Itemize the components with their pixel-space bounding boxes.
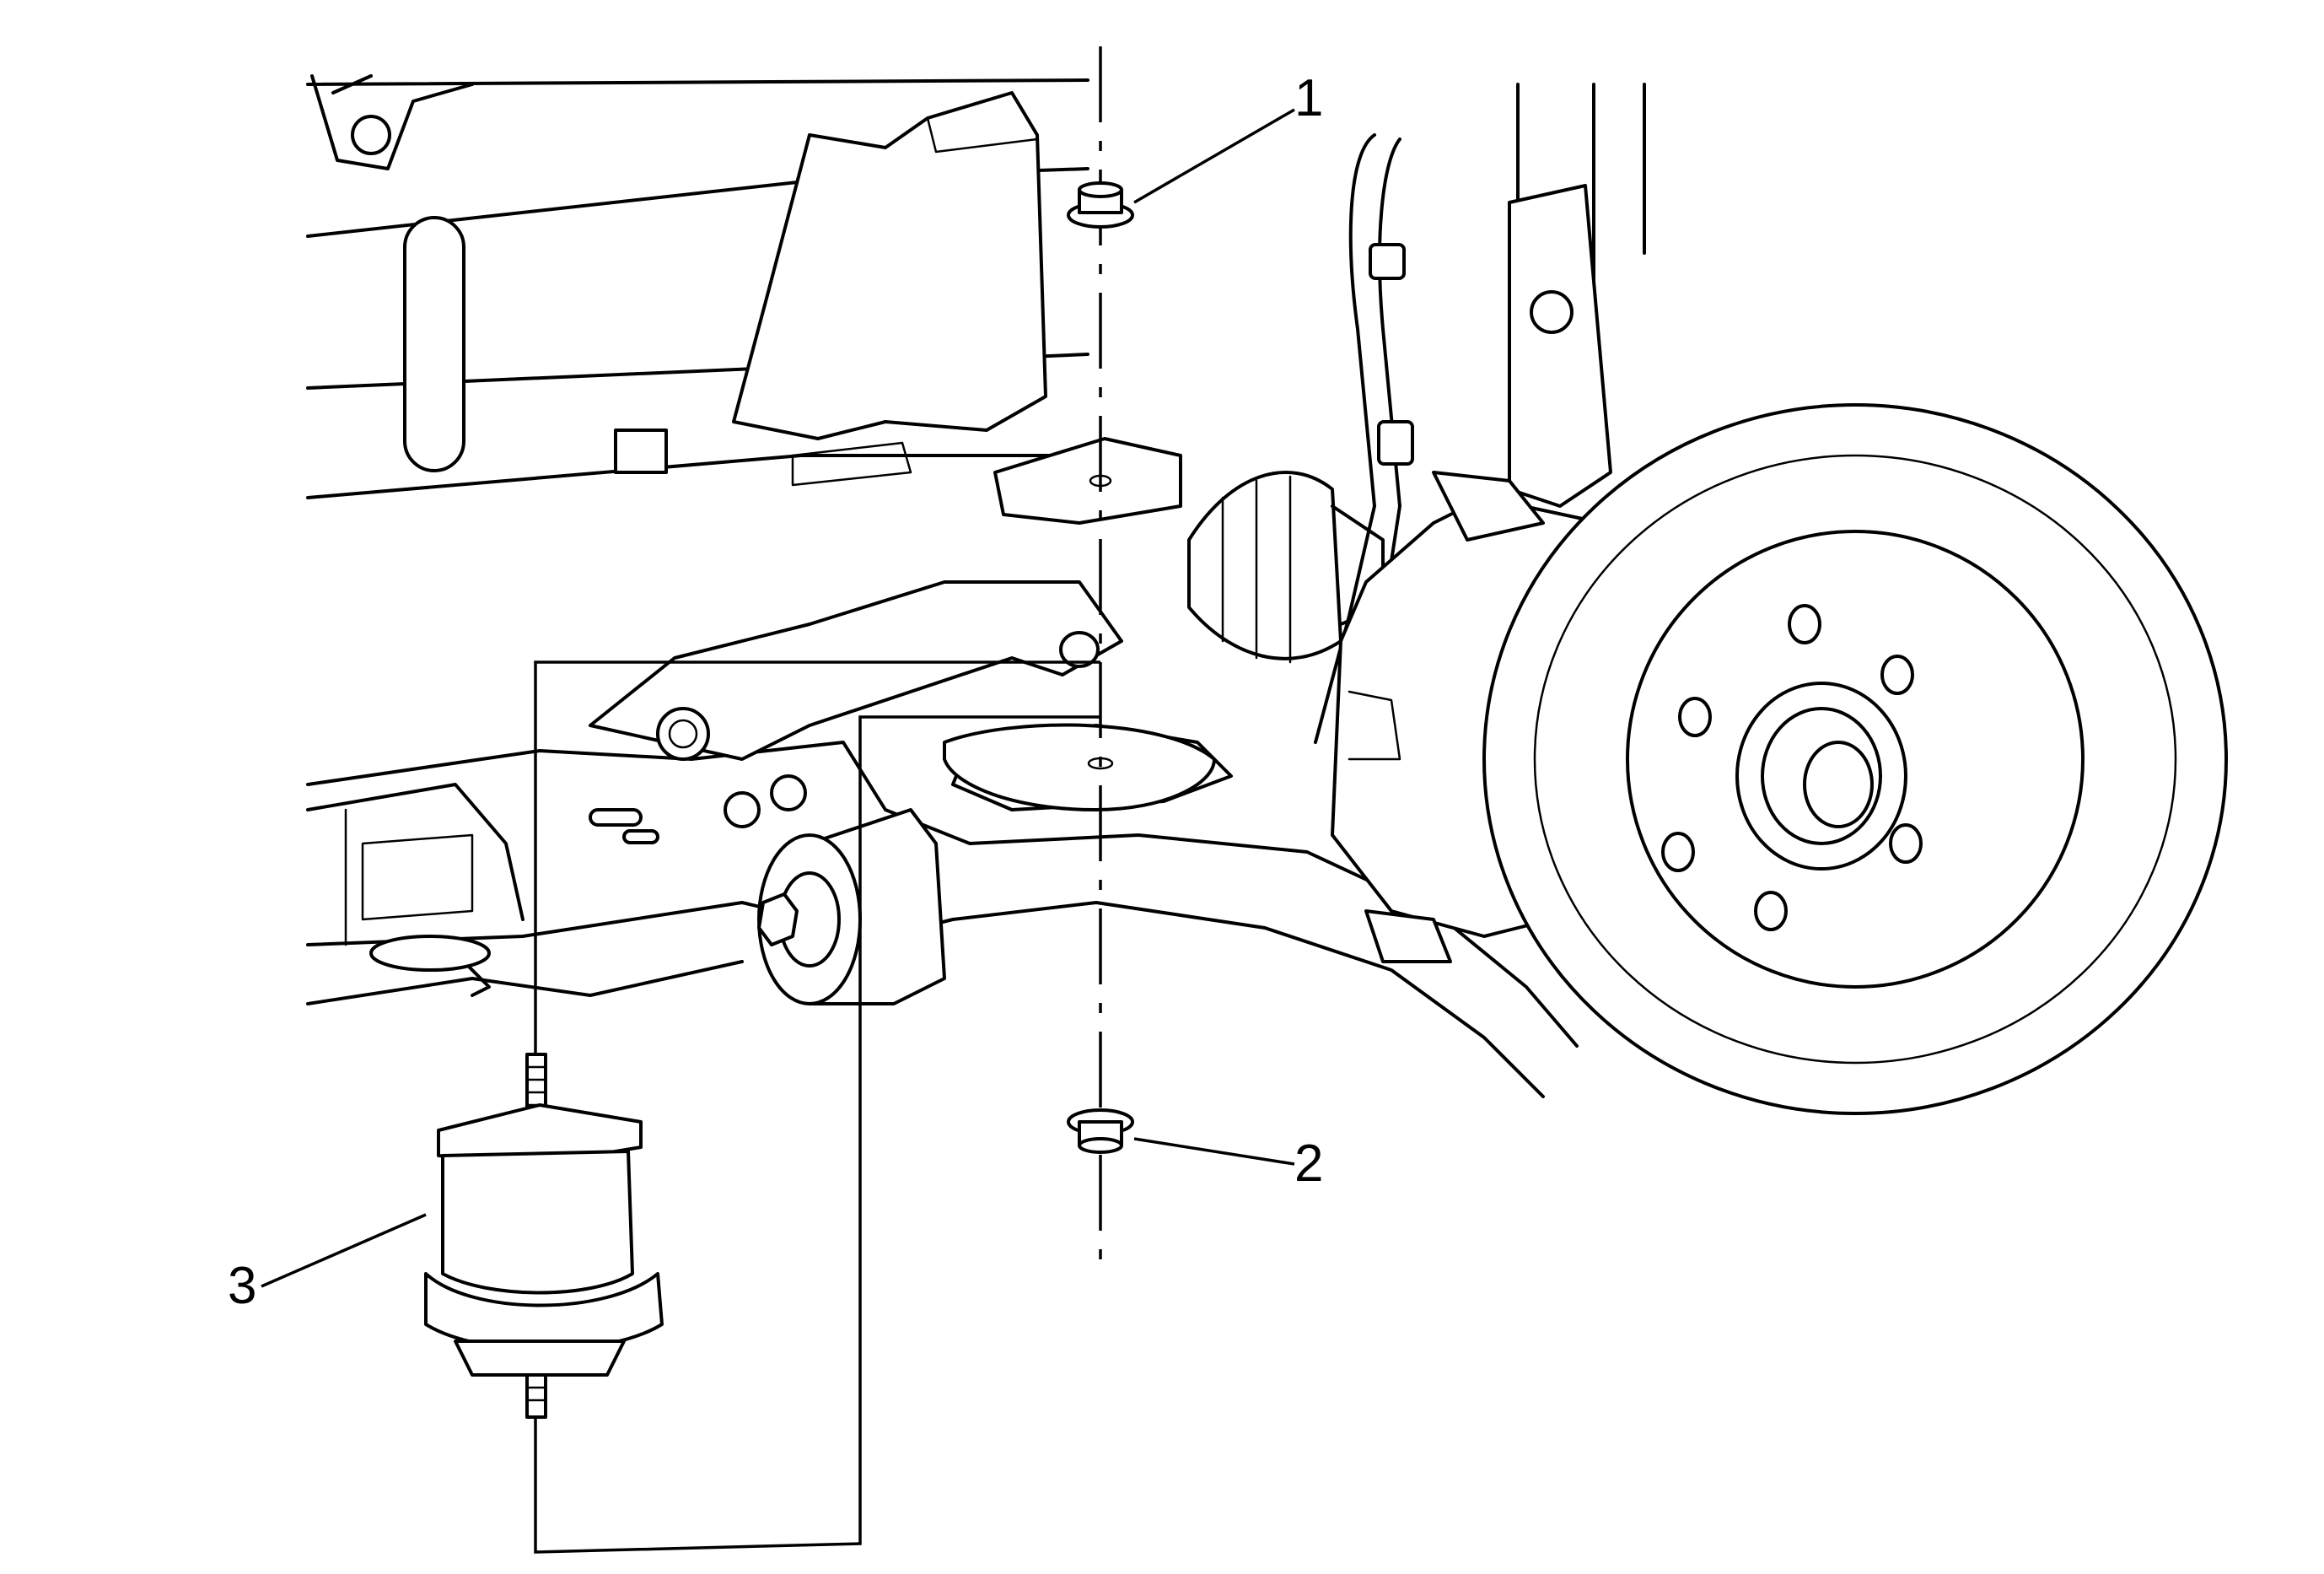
upper-mount-bracket <box>993 437 1182 525</box>
alignment-line-mount-bottom <box>534 715 1100 1554</box>
engine-mount <box>424 1053 664 1419</box>
callout-1-leader <box>1133 108 1295 204</box>
wheel-studs <box>1661 604 1923 931</box>
lower-nut <box>1067 1108 1134 1154</box>
upper-nut <box>1067 181 1134 229</box>
brake-rotor <box>1482 403 2228 1115</box>
cv-boot <box>1187 471 1385 664</box>
callout-2-leader <box>1133 1137 1295 1166</box>
strut <box>1508 83 1646 508</box>
callout-2-label: 2 <box>1294 1135 1323 1193</box>
heat-shield <box>732 91 1047 487</box>
subframe <box>306 741 1579 1098</box>
callout-3-leader <box>261 1213 427 1288</box>
brake-hose <box>1314 133 1414 744</box>
frame-rail <box>306 74 1089 499</box>
bushing <box>724 774 946 1005</box>
callout-3-label: 3 <box>228 1257 256 1315</box>
alignment-line-mount-top <box>534 660 1100 1071</box>
callout-1-label: 1 <box>1294 69 1323 127</box>
